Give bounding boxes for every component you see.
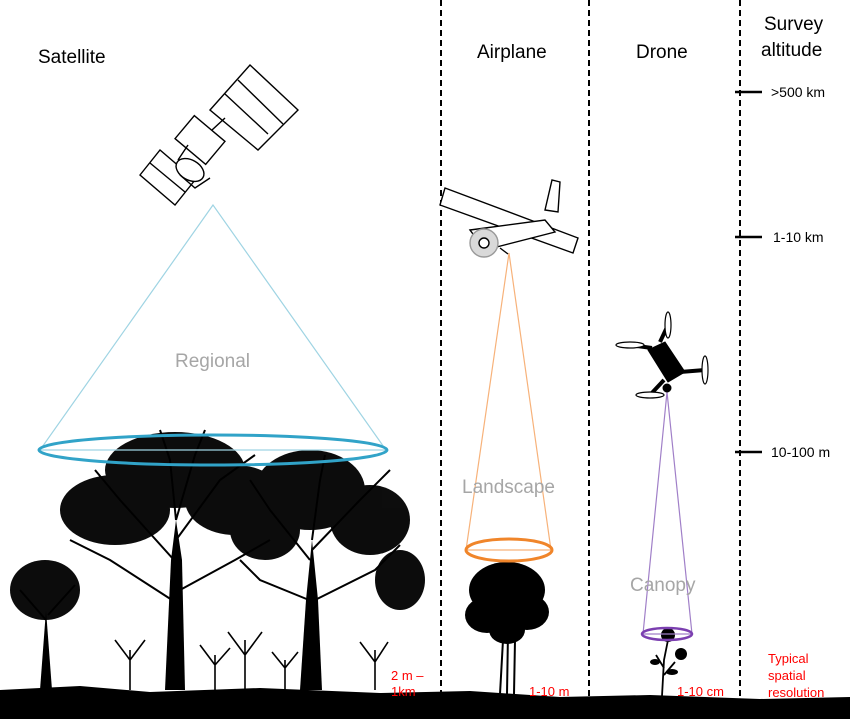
column-title-survey-line2: altitude bbox=[761, 40, 823, 61]
satellite-sensing-cone bbox=[37, 203, 389, 467]
ground bbox=[0, 686, 850, 719]
scope-label-canopy: Canopy bbox=[630, 575, 696, 596]
resolution-legend-line3: resolution bbox=[768, 685, 825, 700]
shrub-silhouette bbox=[465, 562, 549, 695]
tree-silhouette bbox=[10, 429, 425, 690]
resolution-airplane: 1-10 m bbox=[529, 684, 570, 699]
airplane-sensing-cone bbox=[464, 252, 554, 563]
resolution-legend-line2: spatial bbox=[768, 668, 806, 683]
scope-label-landscape: Landscape bbox=[462, 477, 555, 498]
airplane-icon bbox=[439, 179, 579, 258]
resolution-satellite-line1: 2 m – bbox=[391, 668, 424, 683]
resolution-satellite-line2: 1km bbox=[391, 684, 416, 699]
drone-sensing-cone bbox=[640, 391, 694, 642]
flower-silhouette bbox=[650, 628, 687, 697]
scope-label-regional: Regional bbox=[175, 351, 250, 372]
altitude-ticks bbox=[735, 90, 762, 454]
column-title-airplane: Airplane bbox=[477, 42, 547, 63]
column-title-drone: Drone bbox=[636, 42, 688, 63]
drone-icon bbox=[615, 311, 709, 399]
column-dividers bbox=[440, 0, 741, 705]
altitude-label-10-100m: 10-100 m bbox=[771, 444, 831, 460]
column-title-satellite: Satellite bbox=[38, 47, 106, 68]
resolution-drone: 1-10 cm bbox=[677, 684, 724, 699]
altitude-label-1-10km: 1-10 km bbox=[773, 229, 824, 245]
altitude-label-500km: >500 km bbox=[771, 84, 826, 100]
resolution-legend-line1: Typical bbox=[768, 651, 809, 666]
column-title-survey-line1: Survey bbox=[764, 14, 824, 35]
satellite-icon bbox=[139, 63, 300, 207]
